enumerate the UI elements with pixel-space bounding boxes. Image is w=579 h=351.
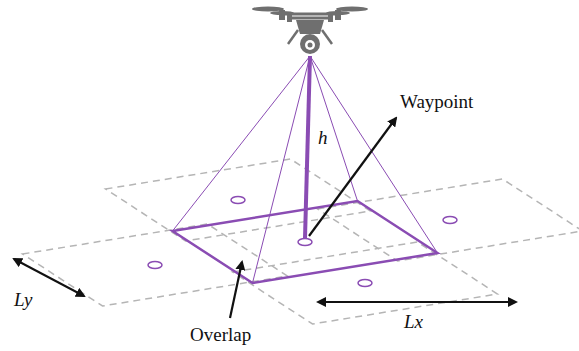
- view-ray: [310, 56, 438, 253]
- height-line: [305, 56, 310, 238]
- overlap-leader: [230, 262, 242, 318]
- lx-label: Lx: [404, 312, 423, 333]
- footprints: [23, 159, 579, 324]
- neighbor-footprint: [233, 242, 498, 324]
- waypoint-marker: [231, 197, 245, 204]
- waypoint-marker: [148, 262, 162, 269]
- waypoint-marker: [298, 239, 312, 246]
- waypoint-marker: [443, 217, 457, 224]
- height-label: h: [318, 128, 328, 149]
- neighbor-footprint: [106, 159, 371, 241]
- drone: [252, 7, 368, 55]
- view-ray: [173, 56, 311, 231]
- waypoint-marker: [358, 280, 372, 287]
- lx-dimension: [318, 301, 516, 303]
- overlap-label: Overlap: [190, 325, 251, 346]
- waypoint-label: Waypoint: [400, 92, 473, 113]
- view-ray: [253, 56, 311, 283]
- neighbor-footprint: [23, 224, 288, 306]
- camera-pyramid: [173, 56, 438, 283]
- waypoint-leader: [309, 118, 396, 236]
- ly-label: Ly: [14, 290, 32, 311]
- neighbor-footprint: [318, 179, 579, 261]
